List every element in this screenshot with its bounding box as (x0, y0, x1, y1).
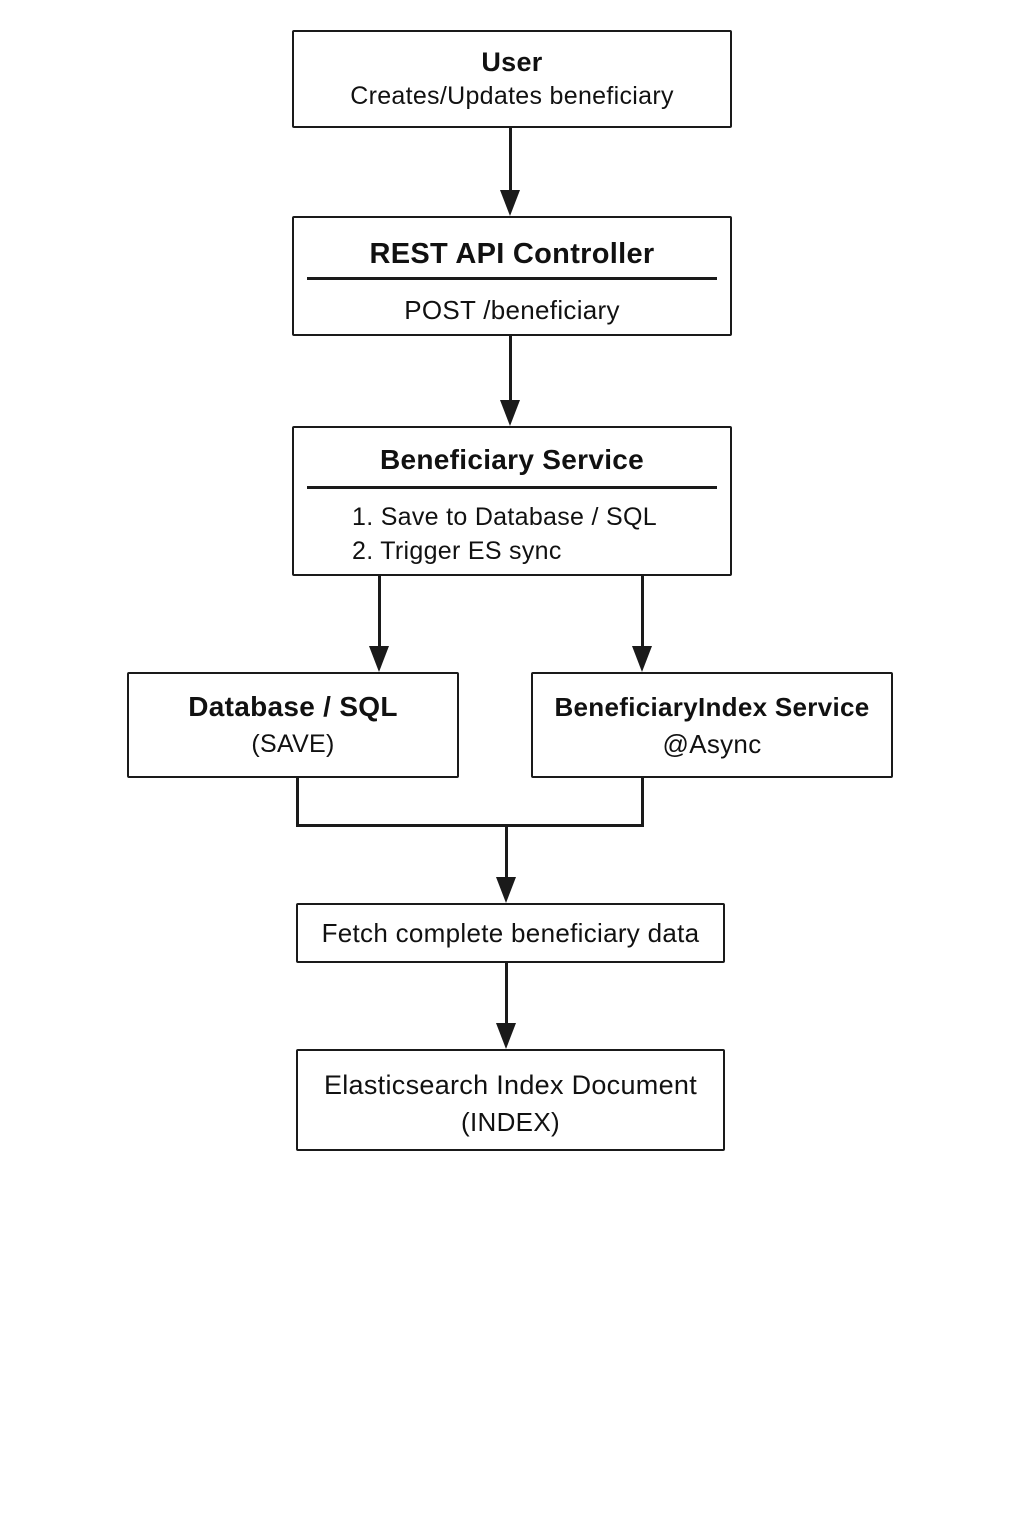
node-title: REST API Controller (369, 238, 655, 270)
node-step-list: 1. Save to Database / SQL 2. Trigger ES … (352, 500, 720, 568)
node-subtitle: Creates/Updates beneficiary (350, 82, 674, 110)
arrow-service-to-database-head (369, 646, 389, 672)
arrow-merge-to-fetch-line (505, 827, 508, 877)
node-fetch-beneficiary-data: Fetch complete beneficiary data (296, 903, 725, 963)
step-item: 1. Save to Database / SQL (352, 503, 657, 531)
arrow-user-to-controller-head (500, 190, 520, 216)
node-title: BeneficiaryIndex Service (554, 692, 870, 722)
node-database-sql: Database / SQL (SAVE) (127, 672, 459, 778)
arrow-service-to-database-line (378, 576, 381, 646)
merge-line-from-database (296, 778, 299, 827)
arrow-controller-to-service-head (500, 400, 520, 426)
node-divider (307, 277, 717, 280)
node-divider (307, 486, 717, 489)
node-title: Beneficiary Service (379, 444, 645, 475)
node-subtitle: (SAVE) (251, 730, 335, 758)
step-item: 2. Trigger ES sync (352, 537, 562, 565)
arrow-merge-to-fetch-head (496, 877, 516, 903)
arrow-service-to-indexservice-head (632, 646, 652, 672)
node-title: Elasticsearch Index Document (323, 1070, 698, 1100)
node-title: Database / SQL (188, 691, 398, 722)
arrow-user-to-controller-line (509, 128, 512, 190)
merge-horizontal-line (296, 824, 644, 827)
node-subtitle: POST /beneficiary (404, 295, 620, 325)
node-elasticsearch-index-document: Elasticsearch Index Document (INDEX) (296, 1049, 725, 1151)
node-rest-api-controller: REST API Controller POST /beneficiary (292, 216, 732, 336)
node-title: Fetch complete beneficiary data (321, 918, 700, 948)
arrow-fetch-to-elasticsearch-line (505, 963, 508, 1023)
node-beneficiary-service: Beneficiary Service 1. Save to Database … (292, 426, 732, 576)
arrow-fetch-to-elasticsearch-head (496, 1023, 516, 1049)
node-beneficiaryindex-service: BeneficiaryIndex Service @Async (531, 672, 893, 778)
arrow-controller-to-service-line (509, 336, 512, 400)
node-title: User (481, 47, 543, 77)
node-user: User Creates/Updates beneficiary (292, 30, 732, 128)
merge-line-from-indexservice (641, 777, 644, 827)
arrow-service-to-indexservice-line (641, 576, 644, 646)
node-subtitle: @Async (662, 729, 762, 759)
node-subtitle: (INDEX) (461, 1107, 560, 1137)
